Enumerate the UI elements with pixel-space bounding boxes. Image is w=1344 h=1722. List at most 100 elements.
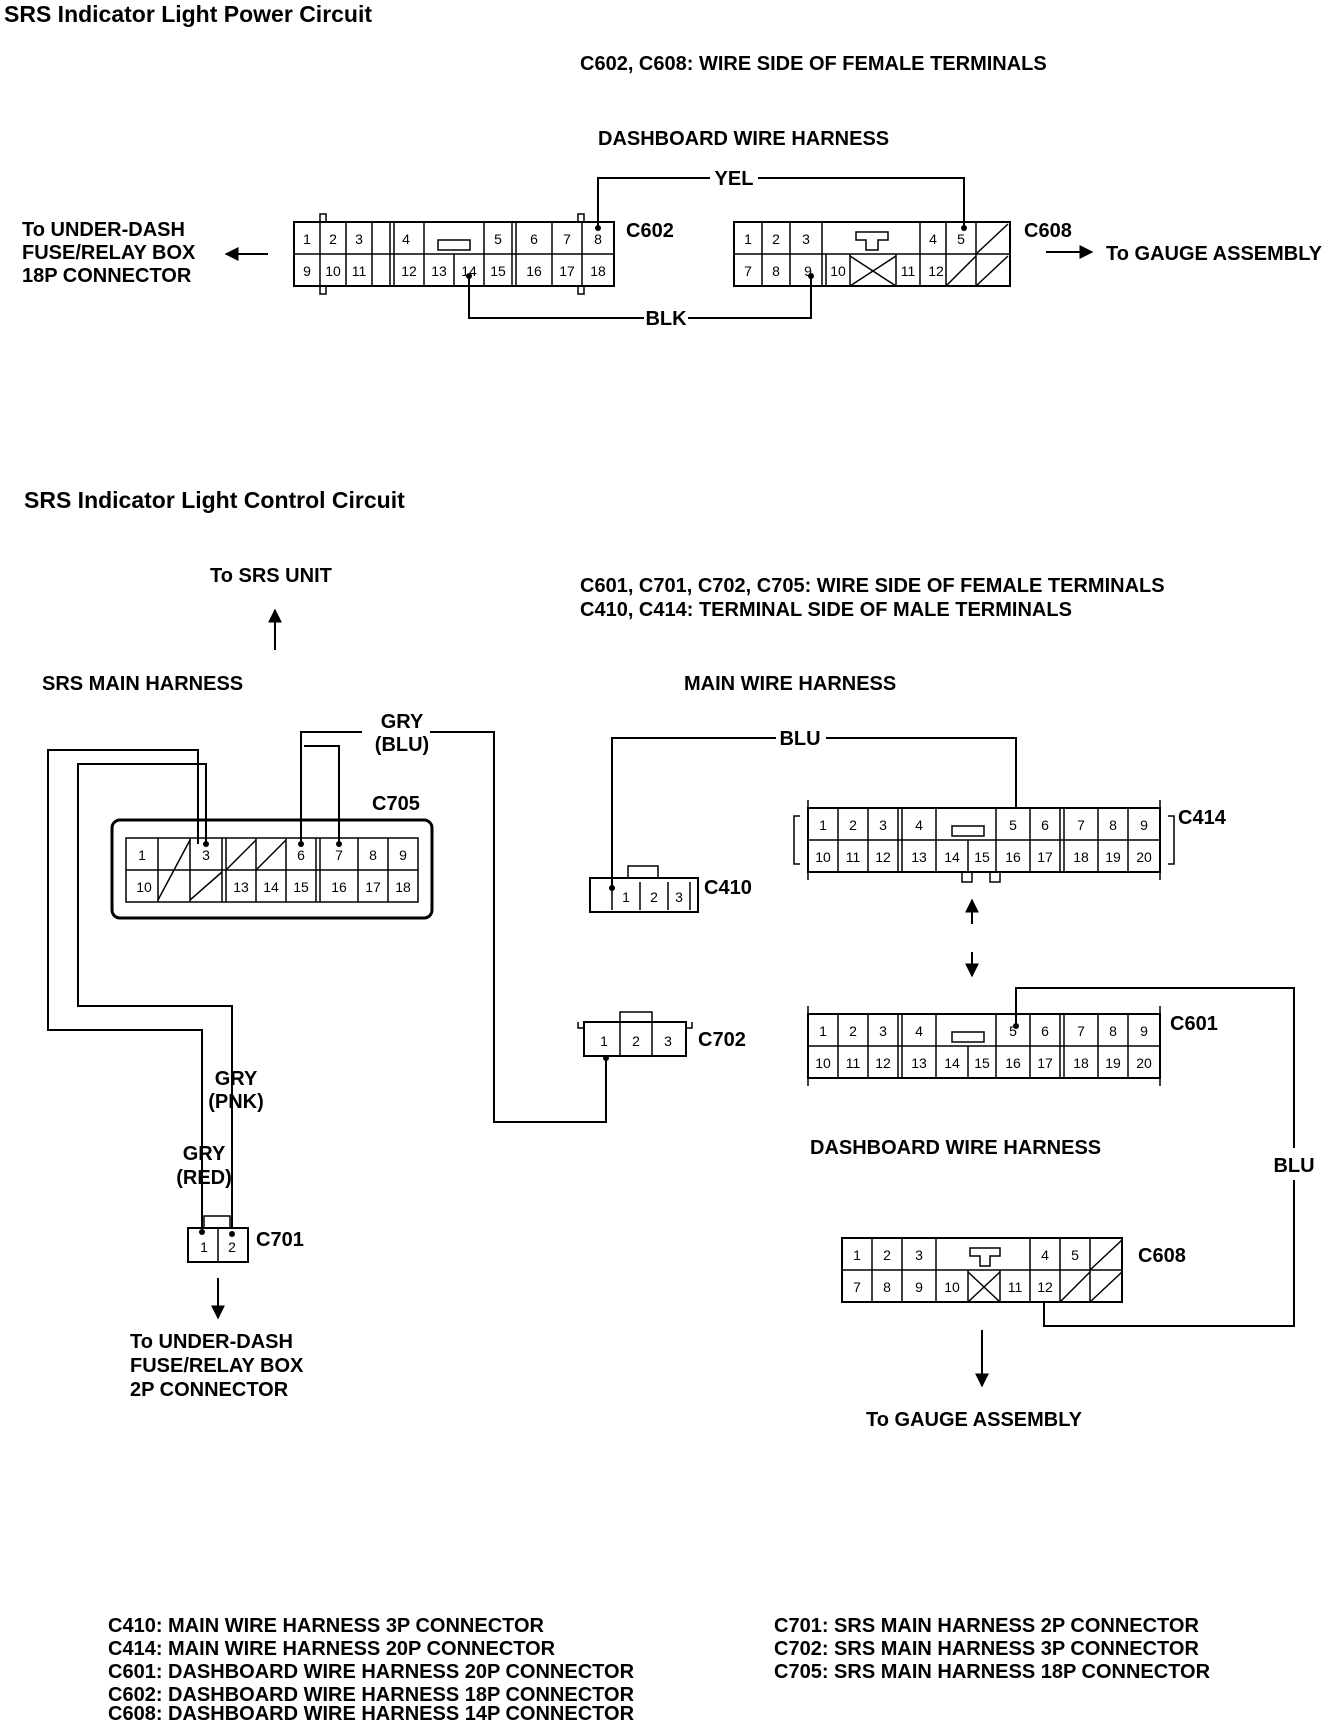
c608-pin: 12: [928, 263, 944, 279]
to-gauge-label: To GAUGE ASSEMBLY: [866, 1409, 1083, 1431]
c608-pin: 11: [901, 263, 916, 279]
c602-pin: 13: [431, 263, 447, 279]
c608-control-pin: 1: [853, 1247, 861, 1263]
c702-label: C702: [698, 1029, 746, 1051]
c601-pin: 16: [1005, 1055, 1021, 1071]
wire-blk-label: BLK: [645, 308, 687, 330]
c608-control-connector: [841, 1237, 1123, 1303]
c705-pin: 13: [233, 879, 249, 895]
wire-gry-label-3: GRY: [183, 1143, 226, 1165]
c601-pin: 5: [1009, 1023, 1017, 1039]
c601-pin: 7: [1077, 1023, 1085, 1039]
power-right-label: To GAUGE ASSEMBLY: [1106, 243, 1323, 265]
c601-label: C601: [1170, 1013, 1218, 1035]
control-note-2: C410, C414: TERMINAL SIDE OF MALE TERMIN…: [580, 599, 1072, 621]
c602-pin: 16: [526, 263, 542, 279]
wire-blu-label-1: BLU: [779, 728, 820, 750]
legend-item: C601: DASHBOARD WIRE HARNESS 20P CONNECT…: [108, 1661, 635, 1683]
c414-pin: 13: [911, 849, 927, 865]
c410-pin: 2: [650, 889, 658, 905]
c414-pin: 9: [1140, 817, 1148, 833]
c608-pin: 9: [804, 263, 812, 279]
c608-pin: 7: [744, 263, 752, 279]
wire-blu-paren-label: (BLU): [375, 734, 429, 756]
c414-pin: 3: [879, 817, 887, 833]
c602-pin: 6: [530, 231, 538, 247]
c414-pin: 15: [974, 849, 990, 865]
c414-pin: 20: [1136, 849, 1152, 865]
legend-item: C410: MAIN WIRE HARNESS 3P CONNECTOR: [108, 1615, 545, 1637]
c602-pin: 7: [563, 231, 571, 247]
c601-pin: 12: [875, 1055, 891, 1071]
c601-pin: 6: [1041, 1023, 1049, 1039]
c701-dest-3: 2P CONNECTOR: [130, 1379, 289, 1401]
power-left-label-3: 18P CONNECTOR: [22, 265, 192, 287]
power-note: C602, C608: WIRE SIDE OF FEMALE TERMINAL…: [580, 53, 1047, 75]
c602-pin: 12: [401, 263, 417, 279]
wire-red-paren-label: (RED): [176, 1167, 232, 1189]
c602-connector: 1 2 3 4 5 6 7 8 9 10 11 12 13 14 15 16 1…: [293, 213, 615, 295]
c414-pin: 2: [849, 817, 857, 833]
c705-pin: 17: [365, 879, 381, 895]
c414-pin: 16: [1005, 849, 1021, 865]
c602-pin: 17: [559, 263, 575, 279]
c608-pin: 4: [929, 231, 937, 247]
wire-yel: [597, 177, 710, 228]
c602-pin: 3: [355, 231, 363, 247]
wire-gry-label-2: GRY: [215, 1068, 258, 1090]
c602-pin: 18: [590, 263, 606, 279]
c410-connector: 1 2 3: [589, 865, 699, 913]
c601-pin: 14: [944, 1055, 960, 1071]
legend-item: C414: MAIN WIRE HARNESS 20P CONNECTOR: [108, 1638, 556, 1660]
c414-pin: 19: [1105, 849, 1121, 865]
c601-pin: 4: [915, 1023, 923, 1039]
wire-pnk-paren-label: (PNK): [208, 1091, 264, 1113]
power-circuit-title: SRS Indicator Light Power Circuit: [4, 1, 372, 27]
c414-pin: 6: [1041, 817, 1049, 833]
wire-blu-dash: [1043, 1180, 1295, 1327]
wire-gry-blu: [430, 731, 607, 1123]
c410-pin: 1: [622, 889, 630, 905]
wire-blu-label-2: BLU: [1273, 1155, 1314, 1177]
c702-connector: 1 2 3: [577, 1011, 693, 1057]
wire-gry-blu: [300, 731, 362, 844]
c414-label: C414: [1178, 807, 1227, 829]
wire-blk: [468, 276, 644, 319]
c701-dest-1: To UNDER-DASH: [130, 1331, 293, 1353]
c701-connector: 1 2: [187, 1215, 249, 1263]
c414-pin: 11: [846, 849, 861, 865]
c602-pin: 14: [461, 263, 477, 279]
legend-item: C608: DASHBOARD WIRE HARNESS 14P CONNECT…: [108, 1703, 635, 1722]
c608-control-pin: 2: [883, 1247, 891, 1263]
c608-control-pin: 5: [1071, 1247, 1079, 1263]
dashboard-harness-label: DASHBOARD WIRE HARNESS: [810, 1137, 1101, 1159]
c601-pin: 11: [846, 1055, 861, 1071]
legend-item: C705: SRS MAIN HARNESS 18P CONNECTOR: [774, 1661, 1211, 1683]
c701-pin: 1: [200, 1239, 208, 1255]
c601-pin: 18: [1073, 1055, 1089, 1071]
c608-control-pin: 11: [1008, 1279, 1023, 1295]
c602-pin: 9: [303, 263, 311, 279]
c705-pin: 6: [297, 847, 305, 863]
c608-control-pin: 10: [944, 1279, 960, 1295]
c414-pin: 4: [915, 817, 923, 833]
control-circuit-title: SRS Indicator Light Control Circuit: [24, 487, 405, 513]
srs-main-harness-label: SRS MAIN HARNESS: [42, 673, 243, 695]
c705-pin: 14: [263, 879, 279, 895]
c608-control-label: C608: [1138, 1245, 1186, 1267]
c705-pin: 7: [335, 847, 343, 863]
c601-pin: 9: [1140, 1023, 1148, 1039]
c414-pin: 18: [1073, 849, 1089, 865]
c705-pin: 9: [399, 847, 407, 863]
c701-label: C701: [256, 1229, 304, 1251]
c601-pin: 13: [911, 1055, 927, 1071]
wire-blu-dash: [1015, 987, 1295, 1148]
c702-pin: 1: [600, 1033, 608, 1049]
c414-pin: 17: [1037, 849, 1053, 865]
c701-dest-2: FUSE/RELAY BOX: [130, 1355, 304, 1377]
c601-connector: [807, 1006, 1161, 1086]
power-harness-label: DASHBOARD WIRE HARNESS: [598, 128, 889, 150]
c602-pin: 1: [303, 231, 311, 247]
legend-item: C702: SRS MAIN HARNESS 3P CONNECTOR: [774, 1638, 1199, 1660]
control-note-1: C601, C701, C702, C705: WIRE SIDE OF FEM…: [580, 575, 1165, 597]
